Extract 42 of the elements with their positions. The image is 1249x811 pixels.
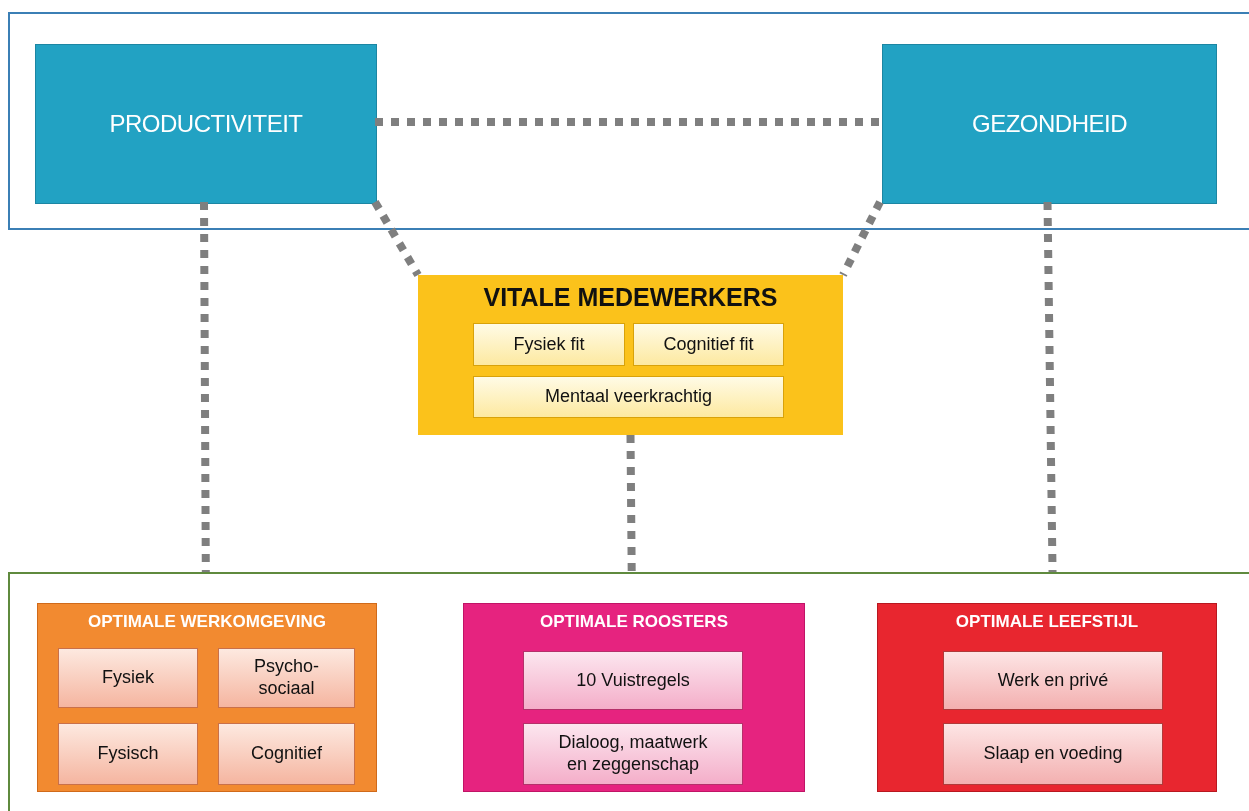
box-title: VITALE MEDEWERKERS: [483, 283, 778, 312]
item-box: [218, 648, 355, 708]
box-label: 10 Vuistregels: [576, 669, 690, 692]
box-title: OPTIMALE WERKOMGEVING: [88, 612, 326, 632]
category-box: [877, 603, 1217, 792]
box-label: Dialoog, maatwerk en zeggenschap: [557, 732, 709, 776]
box-label: Fysisch: [97, 743, 159, 765]
box-label: Psycho-sociaal: [253, 656, 320, 700]
dotted-connector: [375, 118, 880, 126]
concept-box: [882, 44, 1217, 204]
box-label: Slaap en voeding: [983, 743, 1123, 765]
box-label: PRODUCTIVITEIT: [109, 109, 303, 139]
box-title: OPTIMALE ROOSTERS: [540, 612, 728, 632]
item-box: [523, 651, 743, 710]
dotted-connector: [1043, 201, 1057, 573]
box-label: Cognitief: [250, 743, 322, 765]
group-band: [8, 572, 1249, 811]
dotted-connector: [200, 201, 210, 573]
item-box: [473, 323, 625, 366]
item-box: [473, 376, 784, 418]
box-label: Werk en privé: [997, 669, 1109, 692]
item-box: [943, 723, 1163, 785]
item-box: [218, 723, 355, 785]
category-box: [463, 603, 805, 792]
item-box: [58, 648, 198, 708]
group-band: [8, 12, 1249, 230]
concept-box: [35, 44, 377, 204]
box-label: Mentaal veerkrachtig: [544, 386, 713, 408]
central-box: [418, 275, 843, 435]
item-box: [523, 723, 743, 785]
dotted-connector: [839, 200, 884, 277]
dotted-connector: [371, 199, 422, 278]
item-box: [633, 323, 784, 366]
box-title: OPTIMALE LEEFSTIJL: [955, 612, 1139, 632]
box-label: Fysiek: [102, 667, 154, 689]
box-label: GEZONDHEID: [972, 109, 1127, 139]
dotted-connector: [626, 434, 636, 573]
box-label: Cognitief fit: [663, 333, 754, 356]
item-box: [58, 723, 198, 785]
item-box: [943, 651, 1163, 710]
box-label: Fysiek fit: [513, 333, 585, 356]
category-box: [37, 603, 377, 792]
